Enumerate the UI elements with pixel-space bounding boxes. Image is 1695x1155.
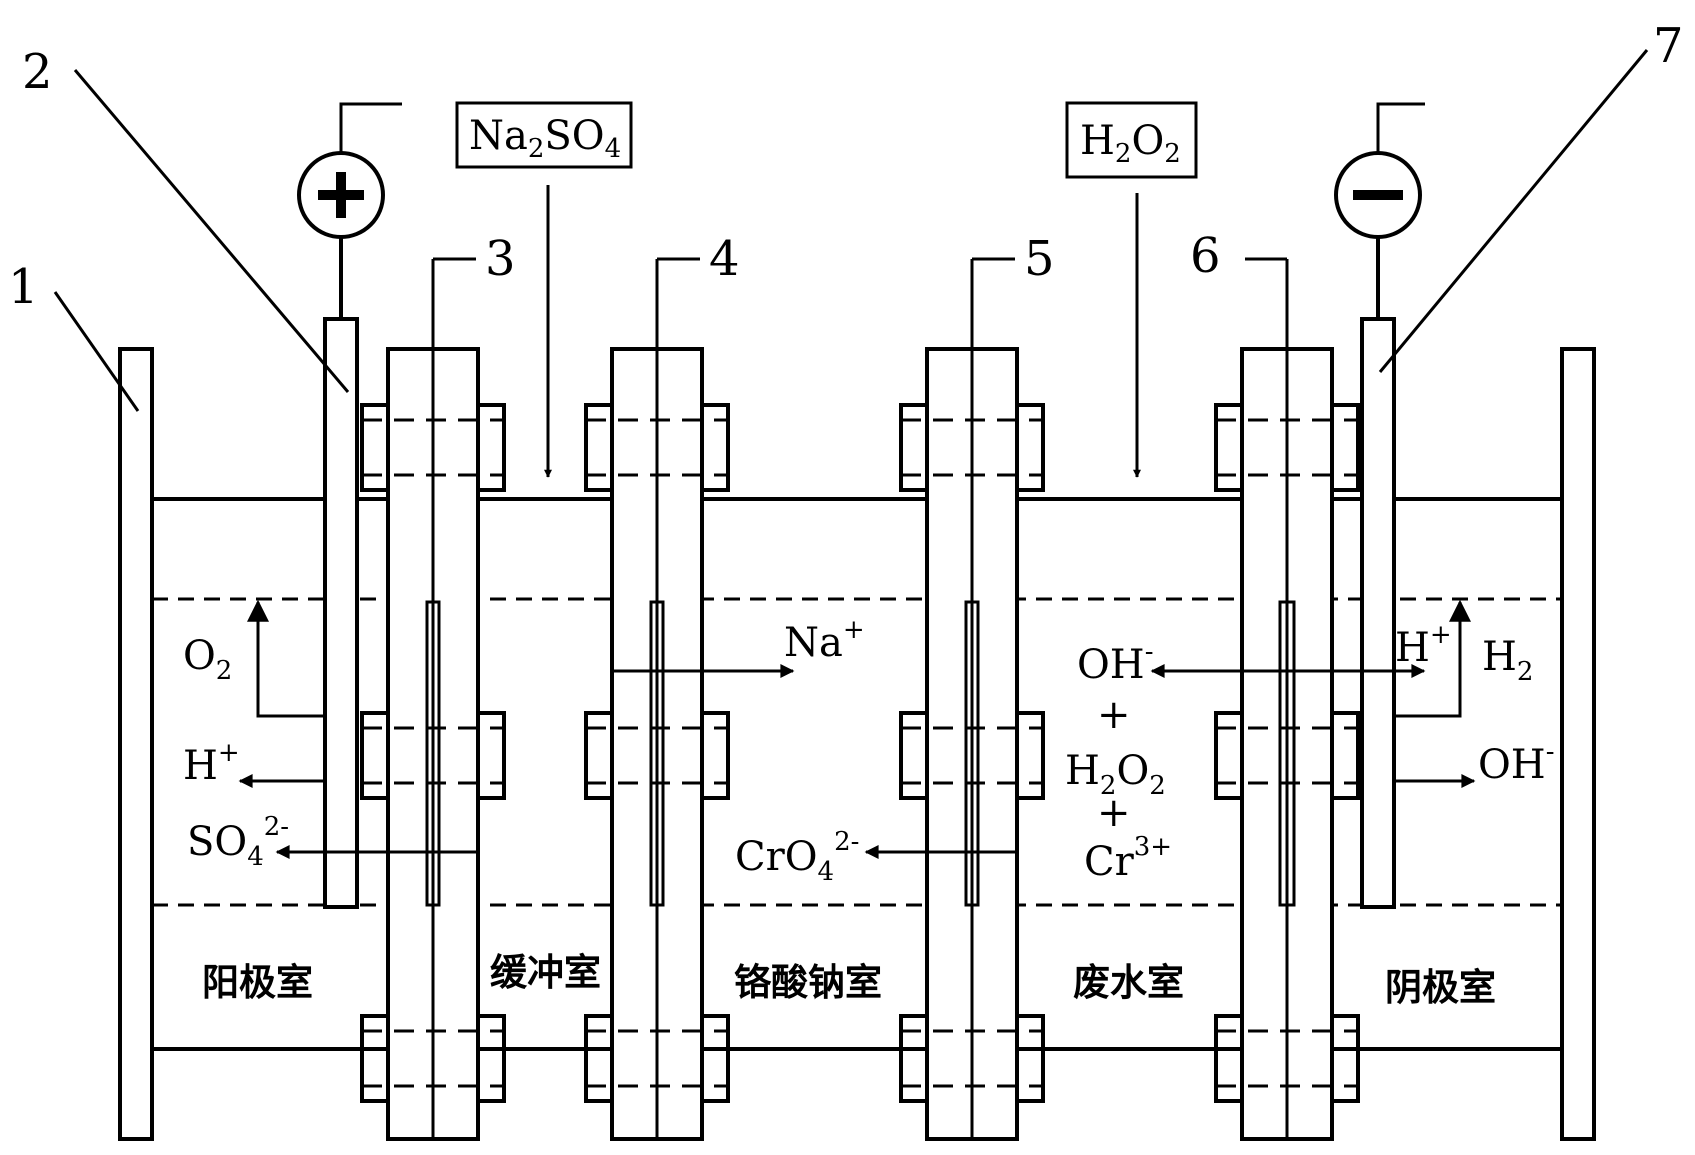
cathode-electrode	[1360, 317, 1396, 909]
anode-chamber-label: 阳极室	[202, 960, 313, 1004]
h2-arrow	[1394, 599, 1471, 718]
minus-terminal-icon	[1334, 151, 1422, 239]
anode-wire-top	[339, 102, 402, 153]
oh-cathode-label: OH-	[1478, 737, 1554, 788]
oh-waste-label: OH-	[1077, 637, 1153, 688]
na-plus-label: Na+	[784, 615, 865, 666]
cathode-chamber-label: 阴极室	[1385, 965, 1496, 1009]
part-number-2: 2	[22, 44, 53, 100]
h2o2-feed-label: H2O2	[1080, 118, 1181, 169]
plus-terminal-icon	[297, 151, 385, 239]
cathode-wire-top	[1376, 102, 1425, 153]
h-plus-cathode-label: H+	[1395, 620, 1452, 671]
wastewater-chamber-label: 废水室	[1073, 960, 1184, 1004]
na2so4-feed-label: Na2SO4	[469, 113, 621, 164]
h-plus-anode-label: H+	[183, 738, 240, 789]
cr3-label: Cr3+	[1084, 832, 1172, 885]
part-number-3: 3	[485, 231, 516, 287]
so4-label: SO42-	[187, 812, 289, 872]
plus-sign-1: +	[1097, 692, 1131, 738]
part-number-4: 4	[709, 231, 740, 287]
o2-label: O2	[183, 633, 232, 686]
buffer-chamber-label: 缓冲室	[490, 950, 601, 994]
leader-lines	[53, 49, 1649, 412]
sodium-chromate-chamber-label: 铬酸钠室	[734, 960, 882, 1004]
h2-label: H2	[1482, 634, 1533, 687]
membrane-plates	[386, 347, 1334, 1141]
na2so4-feed-box	[455, 101, 633, 169]
membrane-center-lines	[431, 259, 1289, 1139]
cro4-label: CrO42-	[735, 827, 859, 887]
right-end-plate	[1560, 347, 1596, 1141]
membrane-windows	[425, 600, 1296, 907]
part-number-6: 6	[1190, 228, 1221, 284]
plus-sign-2: +	[1097, 790, 1131, 836]
part-number-5: 5	[1024, 231, 1055, 287]
h2o2-feed-box	[1065, 101, 1198, 179]
anode-electrode	[323, 317, 359, 909]
h2o2-waste-label: H2O2	[1065, 748, 1166, 801]
left-end-plate	[118, 347, 154, 1141]
part-number-7: 7	[1653, 18, 1684, 74]
part-number-1: 1	[8, 259, 39, 315]
o2-arrow	[247, 599, 325, 718]
